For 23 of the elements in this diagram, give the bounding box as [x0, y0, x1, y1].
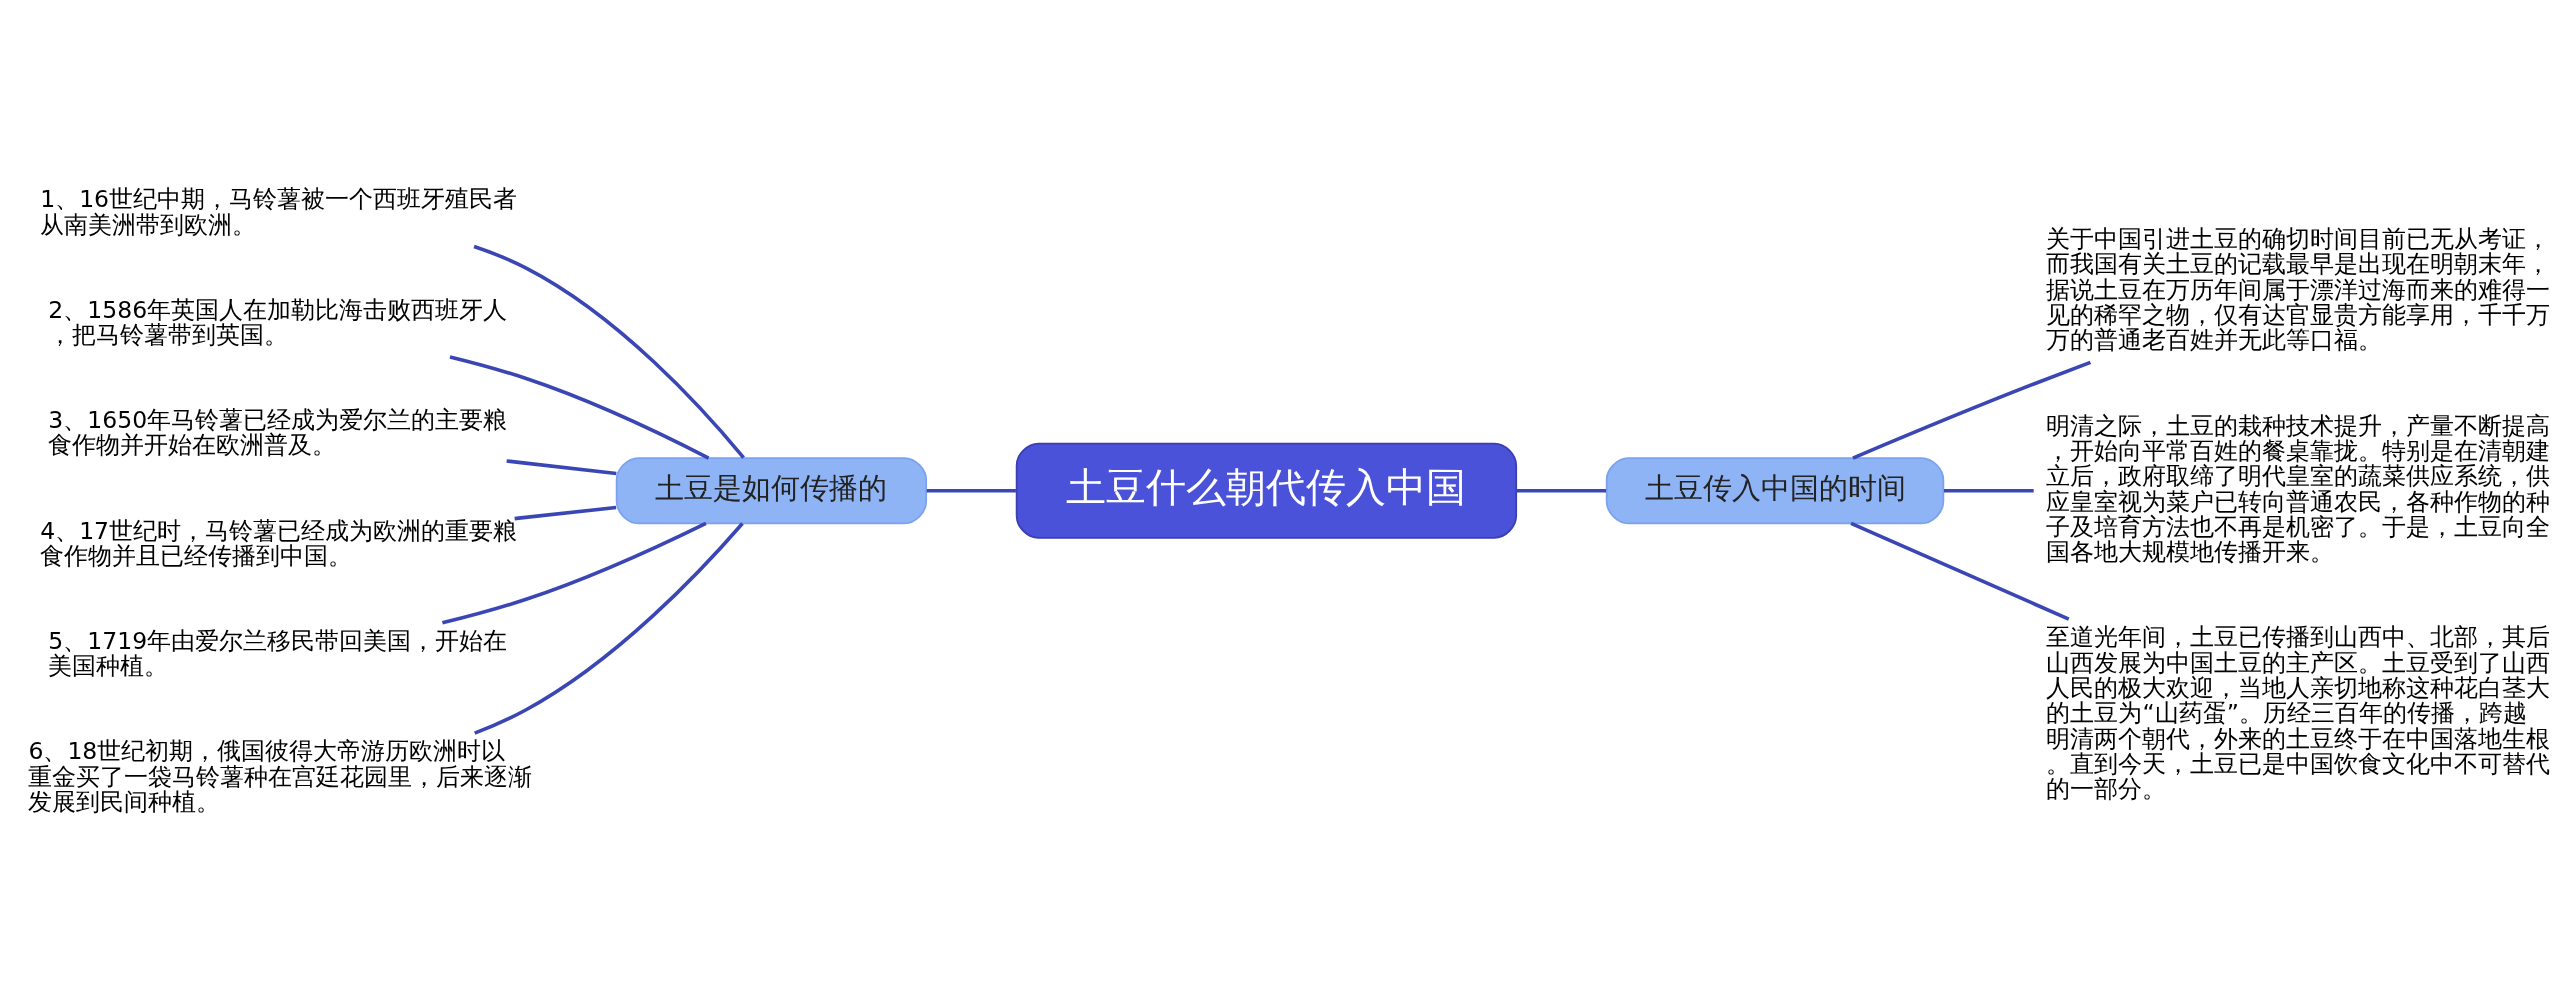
- node-text: 2、1586年英国人在加勒比海击败西班牙人，把马铃薯带到英国。: [48, 295, 508, 350]
- connector: [1943, 488, 2034, 493]
- node-text: 3、1650年马铃薯已经成为爱尔兰的主要粮食作物并开始在欧洲普及。: [48, 406, 508, 460]
- node-text: 4、17世纪时，马铃薯已经成为欧洲的重要粮食作物并且已经传播到中国。: [40, 516, 518, 570]
- connector: [449, 355, 710, 460]
- node-text: 至道光年间，土豆已传播到山西中、北部，其后山西发展为中国土豆的主产区。土豆受到了山西人民的极大欢迎，当地人亲切地称这种花白茎大的土豆为“山药蛋”。历经三百年的传播，跨越明清两个朝代，外来的土豆终于在中国落地生根。直到今天，土豆已是中国饮食文化中不可替代的一部分。: [2046, 623, 2551, 804]
- node-text: 5、1719年由爱尔兰移民带回美国，开始在美国种植。: [48, 626, 508, 681]
- connector: [1850, 521, 2070, 621]
- node-text: 关于中国引进土豆的确切时间目前已无从考证，而我国有关土豆的记载最早是出现在明朝末年，据说土豆在万历年间属于漂洋过海而来的难得一见的稀罕之物，仅有达官显贵方能享用，千千万万的普通老百姓并无此等口福。: [2046, 225, 2551, 355]
- connector: [473, 244, 745, 459]
- node-box: 土豆是如何传播的: [615, 457, 928, 525]
- connector: [474, 522, 744, 735]
- node-box: 土豆什么朝代传入中国: [1015, 442, 1518, 539]
- connector: [926, 488, 1016, 493]
- node-box: 土豆传入中国的时间: [1605, 457, 1945, 525]
- connector: [1852, 360, 2092, 460]
- connector: [514, 505, 617, 521]
- connector: [506, 459, 617, 476]
- node-text: 6、18世纪初期，俄国彼得大帝游历欧洲时以重金买了一袋马铃薯种在宫廷花园里，后来逐渐发展到民间种植。: [28, 737, 533, 816]
- connector: [1516, 488, 1607, 493]
- node-text: 1、16世纪中期，马铃薯被一个西班牙殖民者从南美洲带到欧洲。: [40, 185, 518, 239]
- node-text: 明清之际，土豆的栽种技术提升，产量不断提高，开始向平常百姓的餐桌靠拢。特别是在清朝建立后，政府取缔了明代皇室的蔬菜供应系统，供应皇室视为菜户已转向普通农民，各种作物的种子及培育方法也不再是机密了。于是，土豆向全国各地大规模地传播开来。: [2046, 411, 2551, 567]
- connector: [441, 521, 707, 625]
